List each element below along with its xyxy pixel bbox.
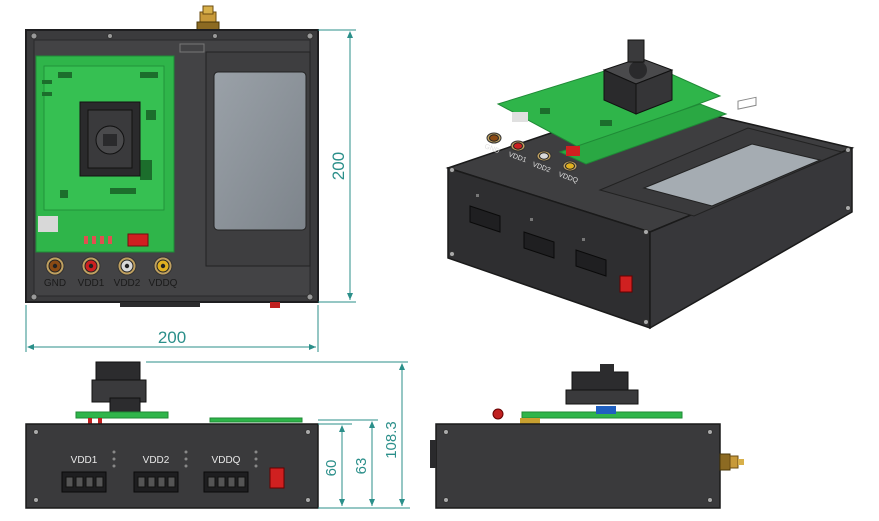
front-terminal-blocks (61, 450, 258, 493)
dim-63: 63 (318, 419, 378, 506)
dim-60-label: 60 (323, 460, 340, 477)
iso-power-switch (619, 275, 633, 293)
front-body (25, 423, 319, 509)
side-view (430, 364, 744, 509)
iso-connector-vdd1 (510, 140, 526, 152)
power-switch-top (127, 233, 149, 247)
terminal-block-vddq (203, 450, 258, 493)
iso-label-gnd: GND (483, 143, 500, 155)
top-connector-labels: GND VDD1 VDD2 VDDQ (44, 278, 178, 289)
connector-label-gnd: GND (44, 278, 66, 289)
front-label-vddq: VDDQ (212, 455, 241, 466)
iso-connector-vdd2 (536, 150, 552, 162)
top-connectors (45, 256, 173, 276)
iso-socket (602, 39, 674, 115)
banana-connector-gnd (45, 256, 65, 276)
dim-width-top: 200 (25, 305, 319, 352)
dim-108-label: 108.3 (383, 421, 400, 459)
front-power-switch (269, 467, 285, 489)
front-label-vdd1: VDD1 (71, 455, 98, 466)
side-socket (565, 364, 639, 405)
side-sma-connector (719, 453, 744, 471)
sma-connector (196, 5, 220, 31)
dim-height-label: 200 (329, 152, 348, 180)
banana-connector-vddq (153, 256, 173, 276)
side-body (435, 423, 721, 509)
front-socket (91, 361, 147, 413)
front-view: 60 63 108.3 (25, 361, 410, 509)
enclosure-screws (30, 32, 314, 301)
iso-screen (642, 143, 822, 207)
front-block-labels: VDD1 VDD2 VDDQ (71, 455, 241, 466)
front-label-vdd2: VDD2 (143, 455, 170, 466)
connector-label-vddq: VDDQ (149, 278, 178, 289)
banana-connector-vdd2 (117, 256, 137, 276)
iso-connector-vddq (562, 160, 578, 172)
terminal-block-vdd1 (61, 450, 116, 493)
dim-height-top: 200 (318, 29, 356, 303)
terminal-block-vdd2 (133, 450, 188, 493)
top-view: 200 200 (25, 5, 356, 352)
connector-label-vdd1: VDD1 (78, 278, 105, 289)
dim-60: 60 (318, 423, 410, 509)
dim-108: 108.3 (146, 361, 408, 506)
display-screen (213, 71, 307, 231)
banana-connector-vdd1 (81, 256, 101, 276)
test-socket (79, 101, 141, 177)
connector-label-vdd2: VDD2 (114, 278, 141, 289)
dim-width-label: 200 (158, 328, 186, 347)
isometric-view (445, 39, 855, 330)
iso-connector-gnd (486, 132, 502, 144)
dim-63-label: 63 (353, 458, 370, 475)
iso-connectors (486, 132, 578, 172)
iso-terminal-blocks (469, 205, 607, 277)
